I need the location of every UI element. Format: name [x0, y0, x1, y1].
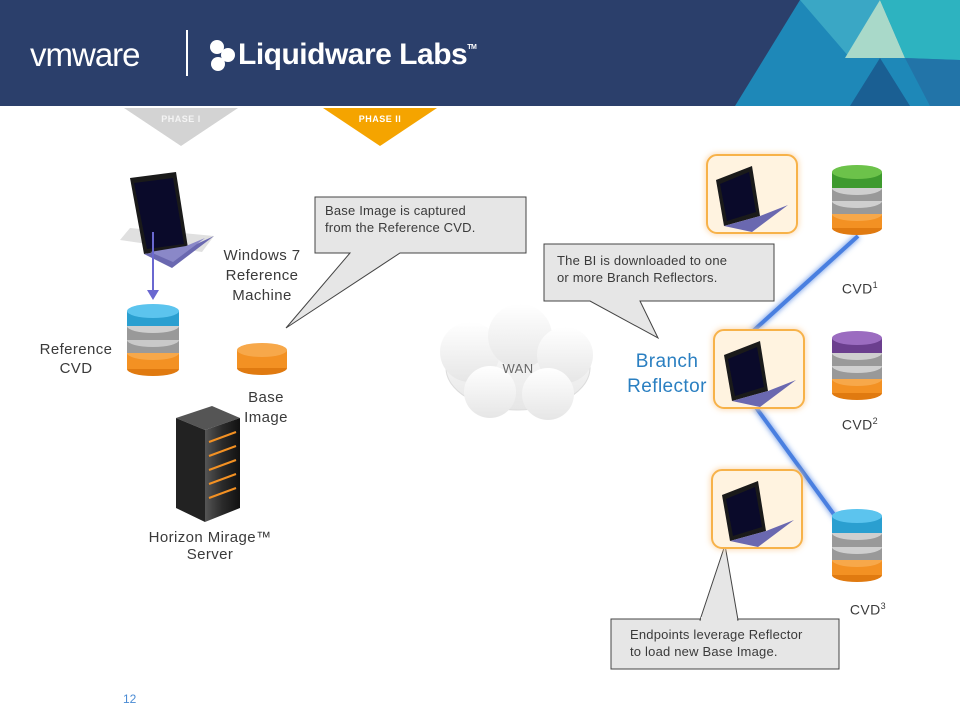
vmware-logo: vmware [30, 36, 141, 73]
phase1-label: PHASE I [161, 114, 201, 124]
reflector-links [750, 234, 860, 522]
cvd3-icon [832, 509, 882, 582]
cvd2-label: CVD2 [841, 416, 879, 433]
reference-machine-label: Windows 7 Reference Machine [223, 247, 301, 304]
liquidware-logo: Liquidware LabsTM [238, 38, 477, 71]
reference-cvd-icon [127, 304, 179, 376]
reference-cvd-label: Reference CVD [39, 341, 113, 377]
callout-endpoints-text: Endpoints leverage Reflector to load new… [630, 627, 803, 659]
branch-laptop-top-icon [706, 154, 798, 234]
reference-laptop-icon [120, 172, 214, 268]
phase1-arrow [124, 108, 238, 146]
callout-capture-text: Base Image is captured from the Referenc… [325, 203, 476, 235]
logo-divider [186, 30, 188, 76]
server-icon [176, 406, 240, 522]
server-label: Horizon Mirage™ Server [148, 529, 272, 563]
cvd1-icon [832, 165, 882, 235]
header-banner: vmware Liquidware LabsTM [0, 0, 960, 106]
cvd1-label: CVD1 [841, 280, 879, 297]
branch-reflector-laptop-icon [713, 329, 805, 409]
cvd2-icon [832, 331, 882, 400]
phase2-arrow [323, 108, 437, 146]
callout-download-shape [543, 243, 775, 340]
cvd3-label: CVD3 [849, 601, 887, 618]
callout-endpoints-shape [610, 544, 840, 670]
wan-label: WAN [502, 361, 534, 376]
page-number: 12 [123, 692, 137, 706]
callout-download-text: The BI is downloaded to one or more Bran… [557, 253, 728, 285]
branch-reflector-label: Branch Reflector [627, 351, 707, 397]
callout-capture-shape [285, 196, 527, 329]
capture-arrow-head [147, 290, 159, 300]
branch-laptop-bottom-icon [711, 469, 803, 549]
header-triangles [735, 0, 960, 106]
phase2-label: PHASE II [358, 114, 402, 124]
liquidware-logo-icon [210, 40, 235, 71]
base-image-label: Base Image [244, 389, 288, 426]
wan-cloud [440, 304, 593, 420]
base-image-icon [237, 343, 287, 375]
